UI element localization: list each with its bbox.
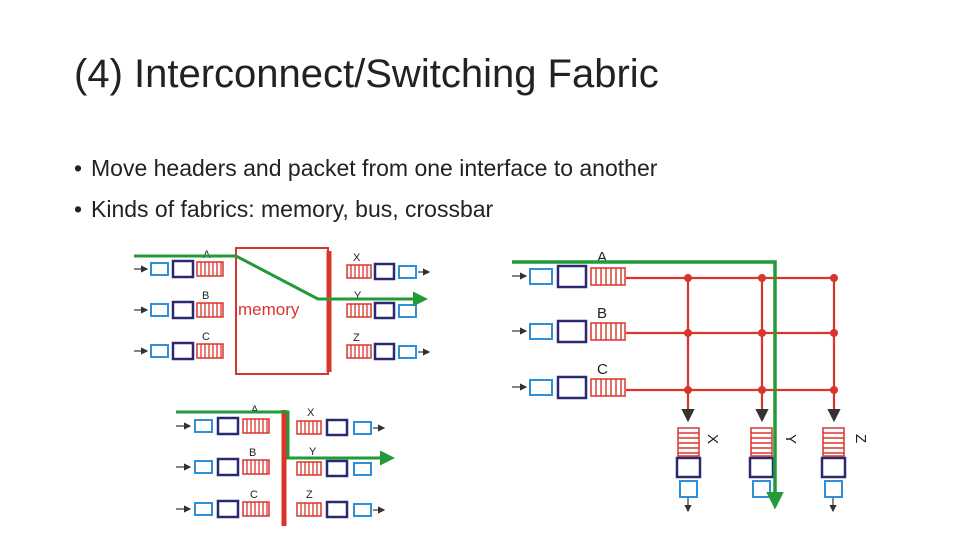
processor-icon xyxy=(373,262,396,281)
line-termination-icon xyxy=(398,265,417,279)
port-label: Y xyxy=(782,434,799,444)
processor-icon xyxy=(820,456,847,479)
port-label: C xyxy=(202,331,210,343)
processor-icon xyxy=(675,456,702,479)
queue-icon xyxy=(822,427,845,457)
line-termination-icon xyxy=(150,303,169,317)
processor-icon xyxy=(373,301,396,320)
memory-output-y: Y xyxy=(346,290,417,320)
bus-input-c: C xyxy=(176,489,270,519)
line-termination-icon xyxy=(150,344,169,358)
port-label: B xyxy=(597,305,607,322)
port-label: Y xyxy=(309,446,317,458)
bullet-text: Kinds of fabrics: memory, bus, crossbar xyxy=(91,196,494,222)
bus-output-x: X xyxy=(296,407,386,437)
line-termination-icon xyxy=(150,262,169,276)
line-termination-icon xyxy=(353,462,372,476)
port-label: Z xyxy=(353,332,360,344)
bus-input-b: B xyxy=(176,447,270,477)
port-label: C xyxy=(250,489,258,501)
memory-output-z: Z xyxy=(346,332,431,361)
bullet-item: • Kinds of fabrics: memory, bus, crossbar xyxy=(74,189,657,230)
bullet-item: • Move headers and packet from one interf… xyxy=(74,148,657,189)
crossbar-output-x: X xyxy=(675,427,721,513)
processor-icon xyxy=(556,375,588,400)
processor-icon xyxy=(171,300,195,320)
processor-icon xyxy=(171,341,195,361)
processor-icon xyxy=(748,456,775,479)
port-label: B xyxy=(202,290,209,302)
port-label: A xyxy=(251,404,259,416)
line-termination-icon xyxy=(824,480,843,498)
bus-fabric-diagram: A B C X xyxy=(176,404,395,526)
line-termination-icon xyxy=(398,345,417,359)
port-label: C xyxy=(597,361,608,378)
crossbar-output-z: Z xyxy=(820,427,869,513)
crossbar-output-y: Y xyxy=(748,427,799,498)
line-termination-icon xyxy=(752,480,771,498)
bus-output-z: Z xyxy=(296,489,386,519)
bus-input-a: A xyxy=(176,404,270,436)
line-termination-icon xyxy=(529,268,553,285)
line-termination-icon xyxy=(529,323,553,340)
packet-path-arrow xyxy=(176,410,395,466)
processor-icon xyxy=(556,319,588,344)
crossbar-input-c: C xyxy=(512,361,626,400)
crossbar-input-a: A xyxy=(512,249,626,289)
port-label: A xyxy=(597,249,607,266)
memory-output-x: X xyxy=(346,252,431,281)
memory-fabric-diagram: memory A B C xyxy=(134,247,431,375)
line-termination-icon xyxy=(194,419,213,433)
line-termination-icon xyxy=(353,421,372,435)
port-label: B xyxy=(249,447,256,459)
memory-input-b: B xyxy=(134,290,224,320)
queue-icon xyxy=(677,427,700,457)
processor-icon xyxy=(325,418,349,437)
processor-icon xyxy=(373,342,396,361)
line-termination-icon xyxy=(194,460,213,474)
processor-icon xyxy=(556,264,588,289)
line-termination-icon xyxy=(194,502,213,516)
processor-icon xyxy=(325,459,349,478)
crosspoints xyxy=(684,274,838,394)
slide-title: (4) Interconnect/Switching Fabric xyxy=(74,52,659,96)
bullet-text: Move headers and packet from one interfa… xyxy=(91,155,658,181)
bus-output-y: Y xyxy=(296,446,372,478)
bullet-dot: • xyxy=(74,196,83,222)
packet-path-arrow xyxy=(134,254,428,307)
line-termination-icon xyxy=(398,304,417,318)
processor-icon xyxy=(171,259,195,279)
line-termination-icon xyxy=(529,379,553,396)
port-label: Z xyxy=(852,434,869,443)
processor-icon xyxy=(325,500,349,519)
port-label: Y xyxy=(354,290,362,302)
bullet-list: • Move headers and packet from one interf… xyxy=(74,148,657,230)
memory-label: memory xyxy=(238,300,300,319)
processor-icon xyxy=(216,499,240,519)
memory-input-a: A xyxy=(134,249,224,279)
queue-icon xyxy=(750,427,773,457)
port-label: X xyxy=(704,434,721,444)
port-label: X xyxy=(353,252,361,264)
bullet-dot: • xyxy=(74,155,83,181)
memory-box xyxy=(235,247,329,375)
packet-path-arrow xyxy=(512,260,784,510)
processor-icon xyxy=(216,457,240,477)
port-label: Z xyxy=(306,489,313,501)
port-label: X xyxy=(307,407,315,419)
line-termination-icon xyxy=(353,503,372,517)
crossbar-fabric-diagram: A B C X xyxy=(512,249,869,513)
line-termination-icon xyxy=(679,480,698,498)
memory-input-c: C xyxy=(134,331,224,361)
processor-icon xyxy=(216,416,240,436)
crossbar-input-b: B xyxy=(512,305,626,344)
